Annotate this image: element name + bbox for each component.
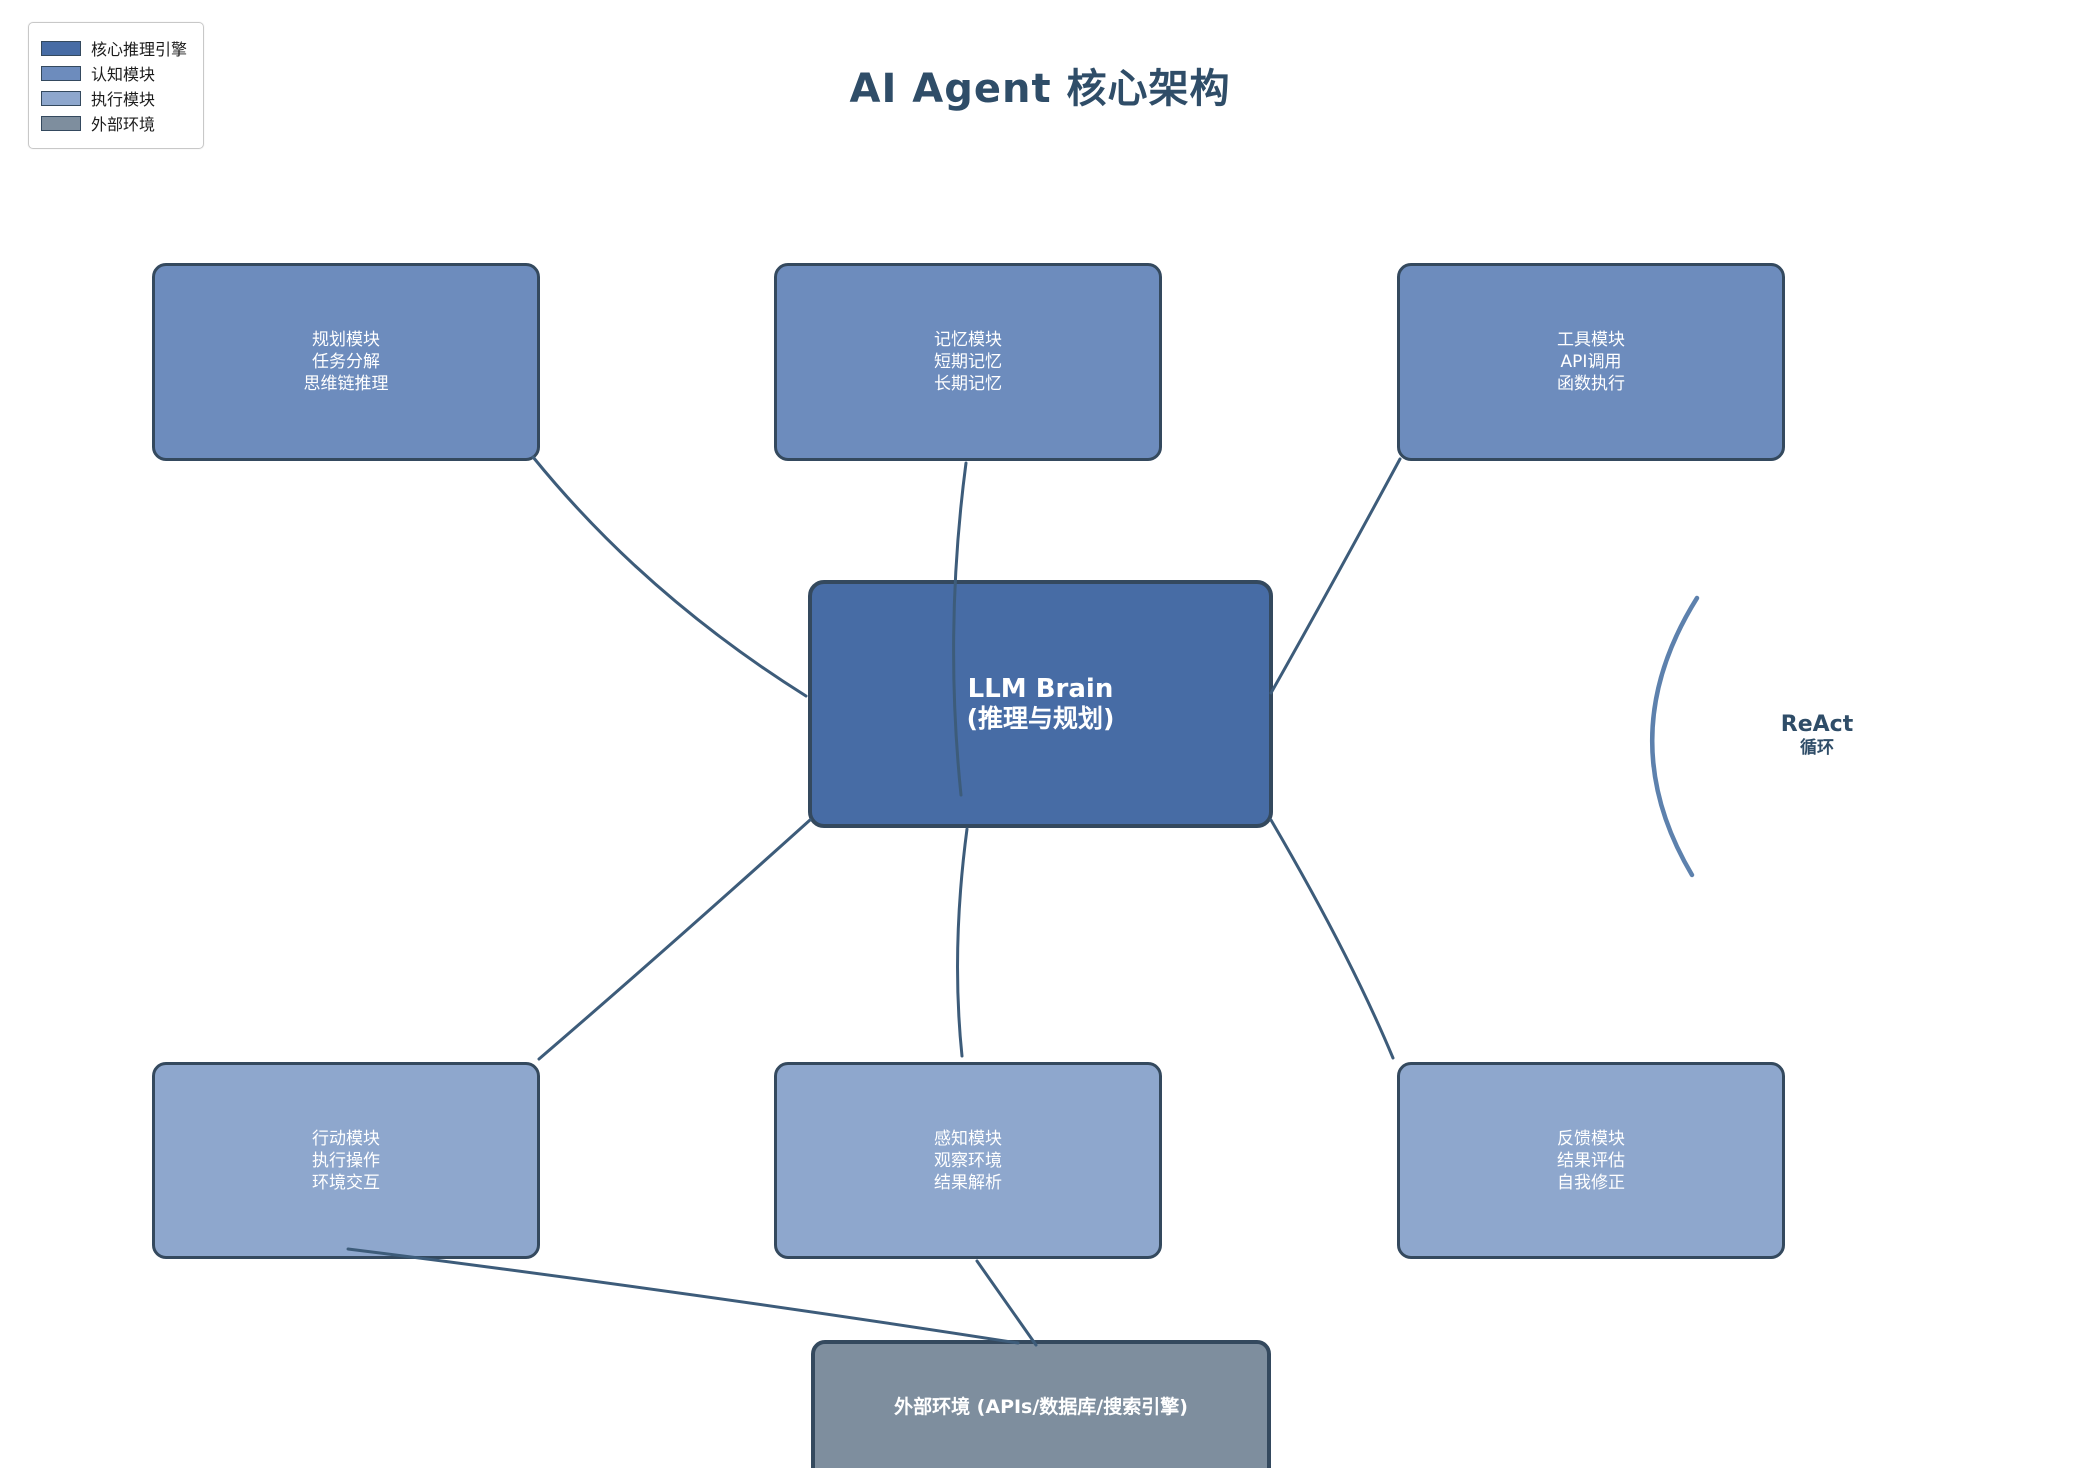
node-text-line: LLM Brain (967, 674, 1114, 704)
node-text-line: API调用 (1560, 352, 1622, 372)
node-text-line: (推理与规划) (966, 704, 1115, 733)
node-text-line: 记忆模块 (934, 330, 1002, 350)
legend-swatch-cognitive (41, 65, 81, 81)
legend-label: 外部环境 (91, 115, 156, 134)
edge-planning-to-llm (531, 455, 808, 698)
node-tools-module: 工具模块 API调用 函数执行 (1397, 263, 1785, 461)
node-planning-module: 规划模块 任务分解 思维链推理 (152, 263, 540, 461)
edge-action-to-environment (346, 1247, 1020, 1345)
legend-swatch-core (41, 40, 81, 56)
react-loop-arc (1650, 595, 1700, 878)
legend: 核心推理引擎 认知模块 执行模块 外部环境 (28, 22, 205, 149)
react-loop-subtitle: 循环 (1800, 738, 1834, 758)
legend-item-environment: 外部环境 (41, 112, 187, 134)
legend-swatch-executive (41, 90, 81, 106)
node-text-line: 工具模块 (1557, 330, 1625, 350)
node-llm-brain: LLM Brain (推理与规划) (808, 580, 1273, 828)
node-action-module: 行动模块 执行操作 环境交互 (152, 1062, 540, 1259)
node-text-line: 观察环境 (934, 1150, 1002, 1171)
node-external-environment: 外部环境 (APIs/数据库/搜索引擎) (811, 1340, 1271, 1468)
node-text-line: 任务分解 (312, 352, 380, 372)
legend-label: 核心推理引擎 (91, 40, 188, 59)
legend-item-core: 核心推理引擎 (41, 37, 187, 59)
legend-item-cognitive: 认知模块 (41, 62, 187, 84)
node-text-line: 行动模块 (312, 1128, 380, 1149)
page-title: AI Agent 核心架构 (849, 66, 1231, 112)
node-memory-module: 记忆模块 短期记忆 长期记忆 (774, 263, 1162, 461)
node-text-line: 短期记忆 (934, 352, 1002, 372)
node-text-line: 长期记忆 (934, 374, 1002, 394)
node-text-line: 反馈模块 (1557, 1128, 1625, 1149)
edge-llm-to-perception (956, 827, 969, 1058)
edge-tools-to-llm (1269, 457, 1402, 695)
legend-item-executive: 执行模块 (41, 87, 187, 109)
node-text-line: 函数执行 (1557, 374, 1625, 394)
node-text-line: 思维链推理 (303, 374, 389, 394)
node-text-line: 执行操作 (312, 1150, 380, 1171)
node-text-line: 环境交互 (312, 1172, 380, 1193)
react-loop-label: ReAct 循环 (1752, 712, 1882, 759)
edge-environment-to-perception (975, 1259, 1038, 1347)
node-text-line: 规划模块 (312, 330, 380, 350)
node-perception-module: 感知模块 观察环境 结果解析 (774, 1062, 1162, 1259)
node-text-line: 结果解析 (934, 1172, 1002, 1193)
edge-llm-to-feedback (1269, 818, 1395, 1060)
edge-llm-to-action (537, 818, 812, 1061)
node-text-line: 自我修正 (1557, 1172, 1625, 1193)
node-text-line: 结果评估 (1557, 1150, 1625, 1171)
node-text-line: 感知模块 (934, 1128, 1002, 1149)
legend-label: 认知模块 (91, 65, 156, 84)
node-text-line: 外部环境 (APIs/数据库/搜索引擎) (894, 1395, 1188, 1418)
legend-swatch-environment (41, 115, 81, 131)
react-loop-title: ReAct (1780, 712, 1854, 737)
node-feedback-module: 反馈模块 结果评估 自我修正 (1397, 1062, 1785, 1259)
legend-label: 执行模块 (91, 90, 156, 109)
node-external-environment-wrap: 外部环境 (APIs/数据库/搜索引擎) (811, 1340, 1271, 1468)
